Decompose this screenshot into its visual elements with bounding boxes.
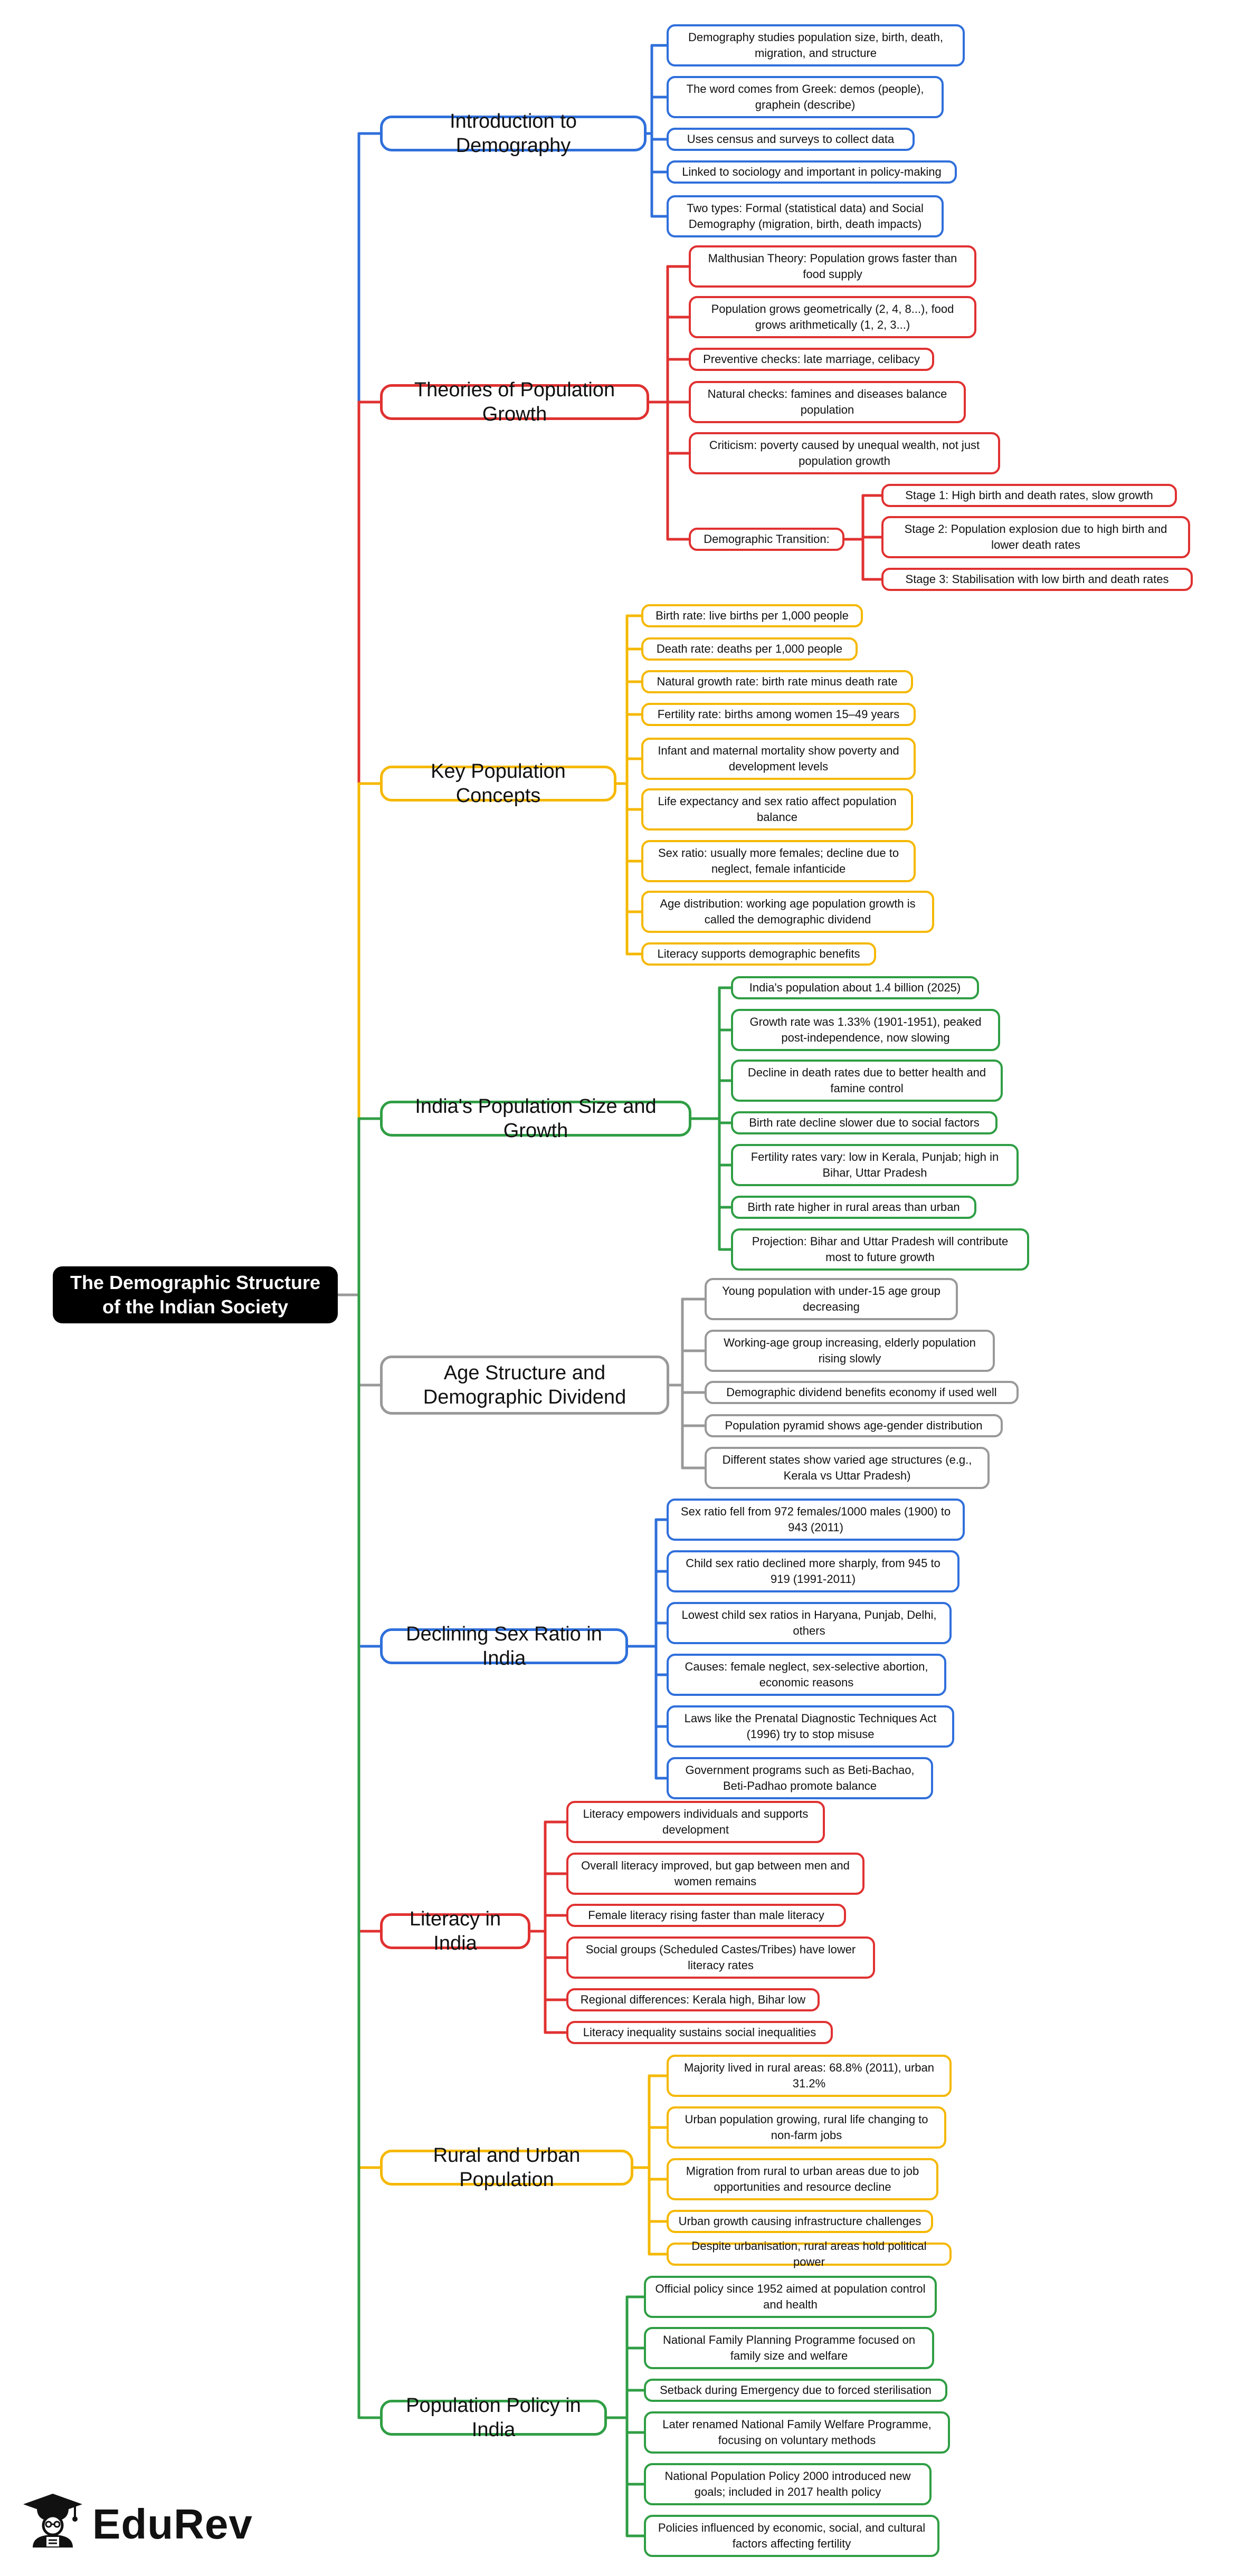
leaf-item: National Family Planning Programme focus…: [644, 2327, 934, 2369]
logo-text: EduRev: [92, 2501, 253, 2548]
root-node: The Demographic Structure of the Indian …: [53, 1266, 338, 1323]
leaf-item: Growth rate was 1.33% (1901-1951), peake…: [731, 1009, 1000, 1051]
leaf-item: India's population about 1.4 billion (20…: [731, 976, 979, 999]
leaf-item: Natural checks: famines and diseases bal…: [689, 381, 966, 423]
leaf-item: Official policy since 1952 aimed at popu…: [644, 2276, 937, 2318]
leaf-item: Preventive checks: late marriage, celiba…: [689, 348, 934, 371]
branch-declining-sex-ratio-in-india: Declining Sex Ratio in India: [380, 1623, 628, 1669]
leaf-item: Later renamed National Family Welfare Pr…: [644, 2411, 950, 2454]
sub-leaf-item: Stage 1: High birth and death rates, slo…: [881, 484, 1177, 507]
leaf-item: Young population with under-15 age group…: [705, 1278, 958, 1320]
leaf-item: Social groups (Scheduled Castes/Tribes) …: [566, 1936, 875, 1979]
leaf-item: Setback during Emergency due to forced s…: [644, 2379, 947, 2402]
leaf-item: Female literacy rising faster than male …: [566, 1904, 846, 1927]
leaf-item: Literacy empowers individuals and suppor…: [566, 1801, 825, 1843]
leaf-item: Lowest child sex ratios in Haryana, Punj…: [667, 1602, 952, 1644]
branch-india-s-population-size-and-growth: India's Population Size and Growth: [380, 1095, 691, 1142]
leaf-item: Government programs such as Beti-Bachao,…: [667, 1757, 933, 1799]
leaf-item: National Population Policy 2000 introduc…: [644, 2463, 932, 2505]
branch-introduction-to-demography: Introduction to Demography: [380, 110, 647, 157]
leaf-item: Fertility rate: births among women 15–49…: [641, 703, 916, 726]
sub-leaf-item: Stage 3: Stabilisation with low birth an…: [881, 568, 1193, 591]
leaf-item: Urban population growing, rural life cha…: [667, 2106, 946, 2149]
leaf-item: Birth rate decline slower due to social …: [731, 1111, 998, 1134]
leaf-item: Two types: Formal (statistical data) and…: [667, 195, 944, 237]
edurev-logo: EduRev: [21, 2491, 253, 2554]
sub-leaf-item: Stage 2: Population explosion due to hig…: [881, 516, 1190, 558]
leaf-item: Urban growth causing infrastructure chal…: [667, 2210, 933, 2233]
leaf-item: Migration from rural to urban areas due …: [667, 2158, 938, 2200]
leaf-item: Overall literacy improved, but gap betwe…: [566, 1853, 864, 1895]
branch-theories-of-population-growth: Theories of Population Growth: [380, 379, 649, 425]
leaf-item: Uses census and surveys to collect data: [667, 128, 915, 151]
leaf-item: Natural growth rate: birth rate minus de…: [641, 670, 913, 693]
leaf-item: Majority lived in rural areas: 68.8% (20…: [667, 2055, 952, 2097]
leaf-item: Infant and maternal mortality show pover…: [641, 738, 916, 780]
leaf-item: Projection: Bihar and Uttar Pradesh will…: [731, 1228, 1029, 1271]
leaf-item: Demographic dividend benefits economy if…: [705, 1381, 1019, 1404]
leaf-item: Age distribution: working age population…: [641, 891, 934, 933]
leaf-item: Child sex ratio declined more sharply, f…: [667, 1550, 960, 1592]
leaf-item: The word comes from Greek: demos (people…: [667, 76, 944, 118]
leaf-item: Causes: female neglect, sex-selective ab…: [667, 1654, 946, 1696]
leaf-item: Sex ratio fell from 972 females/1000 mal…: [667, 1499, 965, 1541]
leaf-item: Criticism: poverty caused by unequal wea…: [689, 432, 1000, 474]
graduation-cap-student-icon: [23, 2494, 82, 2548]
leaf-item: Fertility rates vary: low in Kerala, Pun…: [731, 1144, 1019, 1186]
leaf-item: Decline in death rates due to better hea…: [731, 1060, 1003, 1102]
leaf-item: Malthusian Theory: Population grows fast…: [689, 245, 976, 288]
branch-age-structure-and-demographic-dividend: Age Structure and Demographic Dividend: [380, 1356, 669, 1415]
leaf-item: Despite urbanisation, rural areas hold p…: [667, 2239, 952, 2268]
leaf-item: Population grows geometrically (2, 4, 8.…: [689, 296, 976, 338]
branch-literacy-in-india: Literacy in India: [380, 1908, 530, 1954]
leaf-item: Literacy supports demographic benefits: [641, 942, 876, 966]
leaf-item: Laws like the Prenatal Diagnostic Techni…: [667, 1705, 954, 1748]
leaf-item: Policies influenced by economic, social,…: [644, 2515, 939, 2557]
leaf-item: Working-age group increasing, elderly po…: [705, 1330, 995, 1372]
leaf-item: Population pyramid shows age-gender dist…: [705, 1414, 1003, 1437]
leaf-item: Regional differences: Kerala high, Bihar…: [566, 1988, 820, 2011]
leaf-item: Literacy inequality sustains social ineq…: [566, 2021, 833, 2044]
leaf-item: Linked to sociology and important in pol…: [667, 160, 957, 184]
leaf-item: Life expectancy and sex ratio affect pop…: [641, 788, 913, 831]
leaf-item: Birth rate higher in rural areas than ur…: [731, 1196, 976, 1219]
branch-rural-and-urban-population: Rural and Urban Population: [380, 2144, 633, 2191]
leaf-item: Demographic Transition:: [689, 528, 844, 551]
leaf-item: Birth rate: live births per 1,000 people: [641, 604, 863, 627]
branch-key-population-concepts: Key Population Concepts: [380, 760, 616, 807]
branch-population-policy-in-india: Population Policy in India: [380, 2394, 607, 2441]
leaf-item: Different states show varied age structu…: [705, 1447, 990, 1489]
leaf-item: Demography studies population size, birt…: [667, 24, 965, 66]
leaf-item: Death rate: deaths per 1,000 people: [641, 637, 858, 661]
leaf-item: Sex ratio: usually more females; decline…: [641, 840, 916, 882]
